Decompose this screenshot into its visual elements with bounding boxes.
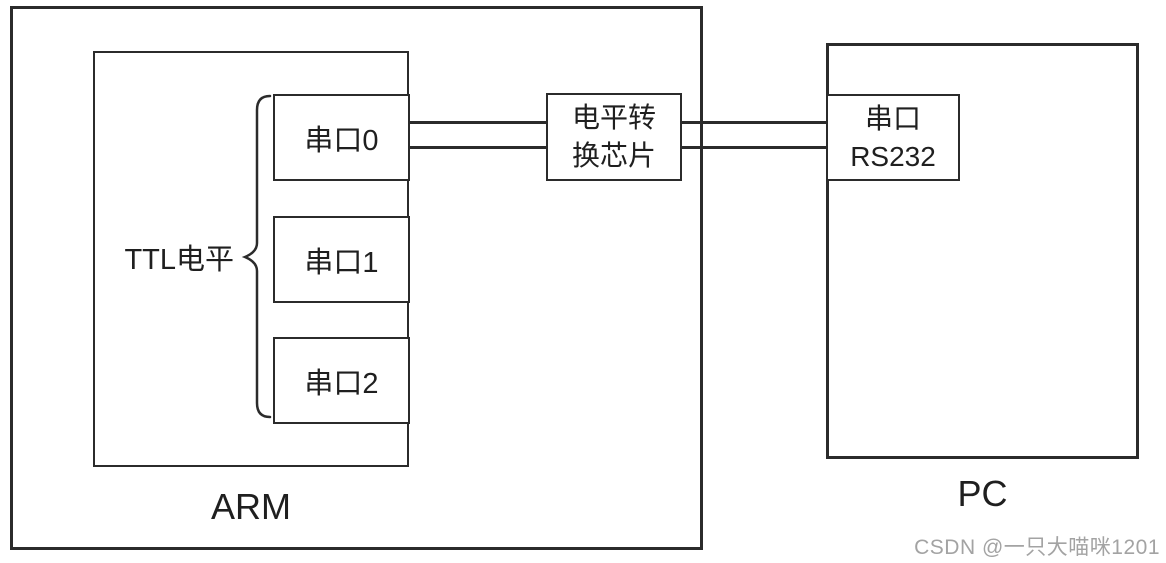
connector-line-right-top [681,121,827,124]
pc-serial-port-label-line2: RS232 [850,140,936,172]
serial-port-0-box: 串口0 [273,94,410,181]
level-converter-label-line2: 换芯片 [571,140,656,171]
level-converter-label-line1: 电平转 [571,102,656,133]
pc-caption: PC [957,473,1008,514]
level-converter-box: 电平转 换芯片 [546,93,682,181]
connector-line-right-bottom [681,146,827,149]
serial-port-0-label: 串口0 [304,124,379,157]
ttl-level-label: TTL电平 [124,244,234,276]
pc-serial-port-box: 串口 RS232 [826,94,960,181]
serial-port-2-label: 串口2 [304,367,379,400]
watermark-text: CSDN @一只大喵咪1201 [914,536,1160,559]
serial-port-1-box: 串口1 [273,216,410,303]
serial-port-2-box: 串口2 [273,337,410,424]
connector-line-left-bottom [409,146,547,149]
arm-caption: ARM [211,486,291,527]
pc-serial-port-label-line1: 串口 [864,102,921,134]
serial-port-1-label: 串口1 [304,246,379,279]
ttl-group-brace [241,94,272,419]
connector-line-left-top [409,121,547,124]
